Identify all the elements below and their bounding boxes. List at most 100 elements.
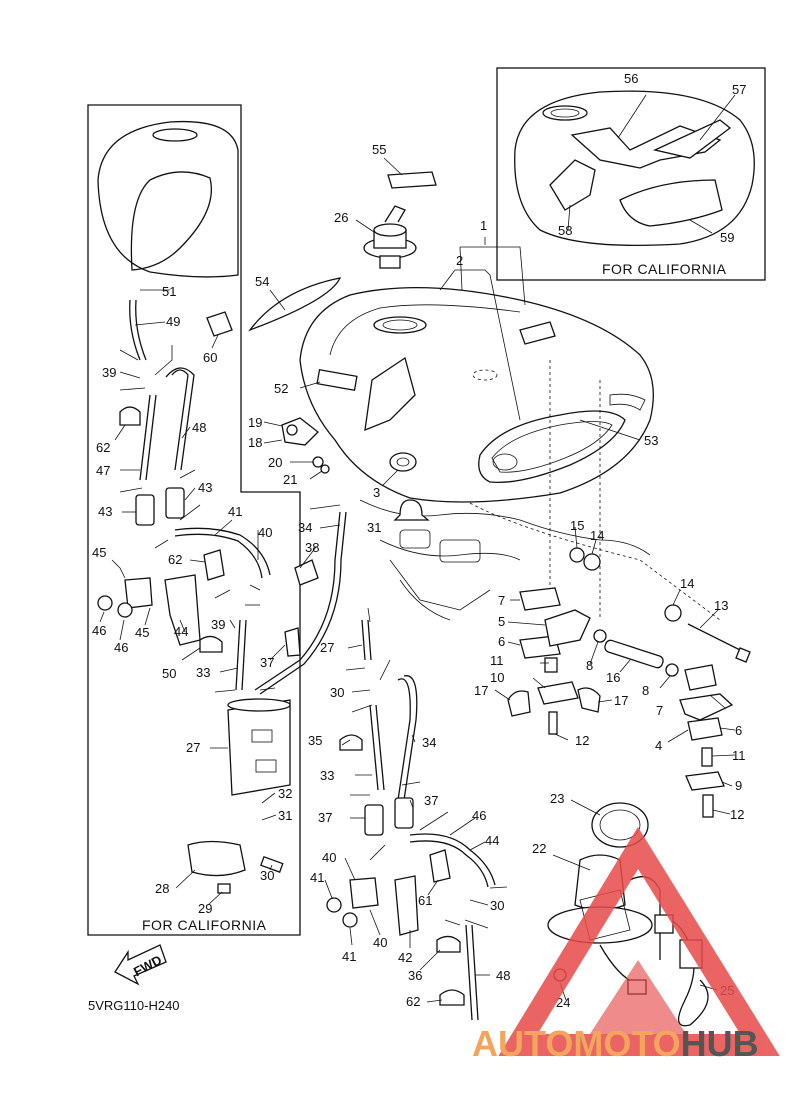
- part-21: [320, 464, 330, 474]
- watermark-text: AUTOMOTOHUB: [472, 1023, 759, 1064]
- part-3-grommet: [389, 452, 417, 472]
- callout-24: 24: [556, 995, 570, 1010]
- california-frame-left: [87, 104, 301, 936]
- callout-32: 32: [278, 786, 292, 801]
- inset-part-59: [619, 179, 723, 227]
- part-31-clamp: [393, 499, 430, 521]
- callout-30-c: 30: [490, 898, 504, 913]
- clamp-61: [429, 849, 451, 883]
- callout-59: 59: [720, 230, 734, 245]
- callout-1: 1: [480, 218, 487, 233]
- clamp-60: [206, 311, 233, 337]
- callout-57: 57: [732, 82, 746, 97]
- callout-21: 21: [283, 472, 297, 487]
- part-19: [286, 424, 298, 436]
- callout-41-b: 41: [310, 870, 324, 885]
- callout-40-a: 40: [258, 525, 272, 540]
- hose-47: [139, 394, 151, 481]
- hose-33-center: [369, 704, 379, 791]
- callout-35: 35: [308, 733, 322, 748]
- clamp-62-a: [119, 406, 141, 426]
- california-inset-frame: [496, 67, 766, 281]
- hose-48-left: [171, 369, 189, 471]
- bracket-40-center: [349, 877, 379, 909]
- callout-14-a: 14: [590, 528, 604, 543]
- inset-part-58: [549, 159, 596, 211]
- tank-logo: [519, 321, 556, 345]
- callout-23: 23: [550, 791, 564, 806]
- callout-labels: 1 2 3 4 5 6 6 7 7 8 8 9 10 11 11 12 12 1…: [92, 71, 746, 1010]
- callout-34-b: 34: [422, 735, 436, 750]
- callout-6-a: 6: [498, 634, 505, 649]
- callout-51: 51: [162, 284, 176, 299]
- valve-37-b: [394, 797, 414, 829]
- callout-11-a: 11: [490, 653, 504, 668]
- callout-5: 5: [498, 614, 505, 629]
- fwd-arrow-icon: [114, 944, 167, 986]
- callout-48-b: 48: [496, 968, 510, 983]
- callout-37-b: 37: [424, 793, 438, 808]
- callout-10: 10: [490, 670, 504, 685]
- callout-9: 9: [735, 778, 742, 793]
- callout-8-a: 8: [586, 658, 593, 673]
- bracket-44-left: [164, 574, 201, 646]
- callout-44-b: 44: [485, 833, 499, 848]
- callout-11-b: 11: [732, 748, 746, 763]
- bracket-42: [394, 875, 419, 936]
- callout-60: 60: [203, 350, 217, 365]
- part-27-canister: [227, 698, 291, 796]
- watermark-logo: [498, 826, 780, 1056]
- callout-46-a: 46: [92, 623, 106, 638]
- callout-48-a: 48: [192, 420, 206, 435]
- callout-47: 47: [96, 463, 110, 478]
- callout-18: 18: [248, 435, 262, 450]
- part-55-label: [387, 171, 437, 189]
- clamp-50: [199, 635, 223, 653]
- callout-16: 16: [606, 670, 620, 685]
- callout-13: 13: [714, 598, 728, 613]
- watermark-text-part1: AUTOMOTO: [472, 1023, 681, 1064]
- hose-49: [129, 299, 141, 361]
- callout-38: 38: [305, 540, 319, 555]
- part-26-fuel-cap: [363, 205, 417, 269]
- callout-37-a: 37: [260, 655, 274, 670]
- hose-44-center: [409, 833, 496, 886]
- callout-45-a: 45: [92, 545, 106, 560]
- hose-40-left: [174, 527, 271, 576]
- callout-7-b: 7: [656, 703, 663, 718]
- clamp-36: [436, 935, 461, 953]
- callout-37-c: 37: [318, 810, 332, 825]
- callout-55: 55: [372, 142, 386, 157]
- callout-26: 26: [334, 210, 348, 225]
- callout-8-b: 8: [642, 683, 649, 698]
- callout-4: 4: [655, 738, 662, 753]
- mount-parts: [507, 547, 751, 818]
- main-fuel-tank: [299, 286, 654, 503]
- callout-17-b: 17: [614, 693, 628, 708]
- clamp-62-b: [203, 549, 225, 581]
- part-20: [312, 456, 324, 468]
- callout-31-b: 31: [367, 520, 381, 535]
- watermark-triangle: [498, 826, 780, 1056]
- callout-39-a: 39: [102, 365, 116, 380]
- grommet-41-b: [342, 912, 358, 928]
- callout-39-b: 39: [211, 617, 225, 632]
- callout-30-a: 30: [260, 868, 274, 883]
- tank-emblem: [478, 410, 626, 484]
- part-29-bolt: [217, 883, 231, 894]
- inset-label: FOR CALIFORNIA: [602, 261, 727, 277]
- callout-52: 52: [274, 381, 288, 396]
- callout-17-a: 17: [474, 683, 488, 698]
- callout-61: 61: [418, 893, 432, 908]
- callout-45-b: 45: [135, 625, 149, 640]
- callout-56: 56: [624, 71, 638, 86]
- callout-12-a: 12: [575, 733, 589, 748]
- callout-14-b: 14: [680, 576, 694, 591]
- callout-42: 42: [398, 950, 412, 965]
- callout-41-a: 41: [228, 504, 242, 519]
- callout-27-a: 27: [186, 740, 200, 755]
- frame-sketch: [359, 499, 651, 621]
- california-box-label: FOR CALIFORNIA: [142, 917, 267, 933]
